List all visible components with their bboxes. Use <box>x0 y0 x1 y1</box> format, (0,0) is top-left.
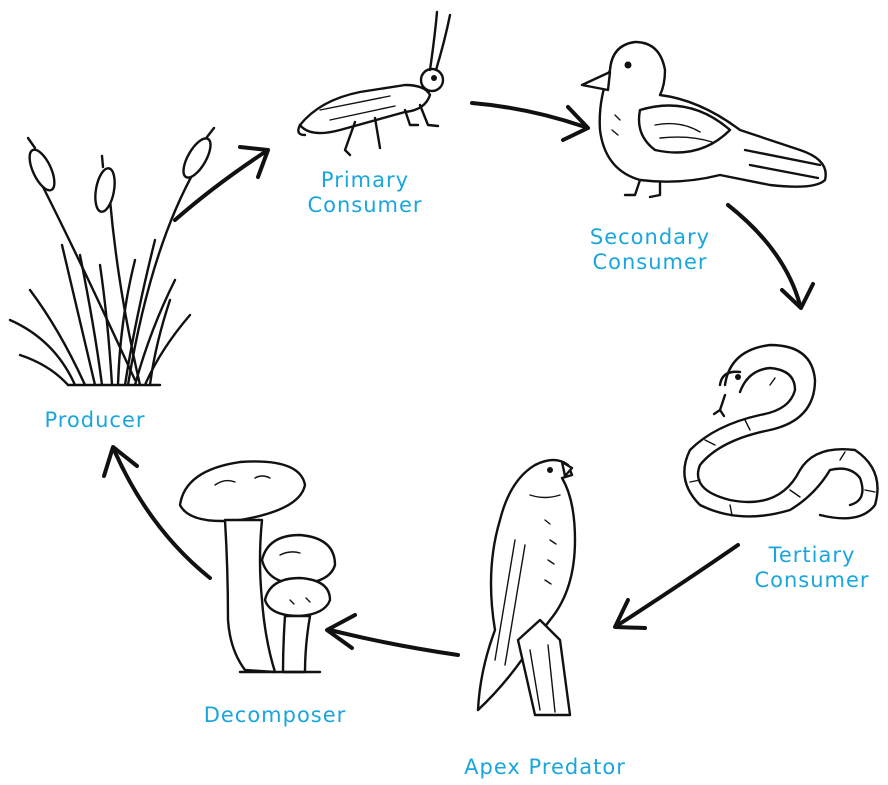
label-primary-consumer: Primary Consumer <box>290 168 440 218</box>
label-apex-predator: Apex Predator <box>430 755 660 780</box>
primary-line2: Consumer <box>307 193 423 217</box>
hawk-icon <box>476 458 577 717</box>
apex-label-text: Apex Predator <box>464 755 626 779</box>
label-tertiary-consumer: Tertiary Consumer <box>742 543 882 593</box>
mushroom-icon <box>178 460 337 674</box>
producer-label-text: Producer <box>44 408 146 432</box>
snake-icon <box>683 343 879 520</box>
arrow-apex-to-decomposer <box>325 613 460 657</box>
label-secondary-consumer: Secondary Consumer <box>570 225 730 275</box>
arrow-decomposer-to-producer <box>102 445 212 580</box>
decomposer-label-text: Decomposer <box>203 703 347 727</box>
arrow-tertiary-to-apex <box>613 543 740 630</box>
label-producer: Producer <box>30 408 160 433</box>
label-decomposer: Decomposer <box>180 703 370 728</box>
arrow-producer-to-primary <box>173 145 270 222</box>
grass-cattail-icon <box>8 126 216 387</box>
arrow-primary-to-secondary <box>470 101 590 142</box>
arrow-secondary-to-tertiary <box>726 203 815 310</box>
secondary-line1: Secondary <box>589 225 711 249</box>
primary-line1: Primary <box>320 168 410 192</box>
secondary-line2: Consumer <box>592 250 708 274</box>
grasshopper-icon <box>297 10 452 157</box>
tertiary-line1: Tertiary <box>768 543 856 567</box>
dove-icon <box>580 40 827 199</box>
tertiary-line2: Consumer <box>754 568 870 592</box>
